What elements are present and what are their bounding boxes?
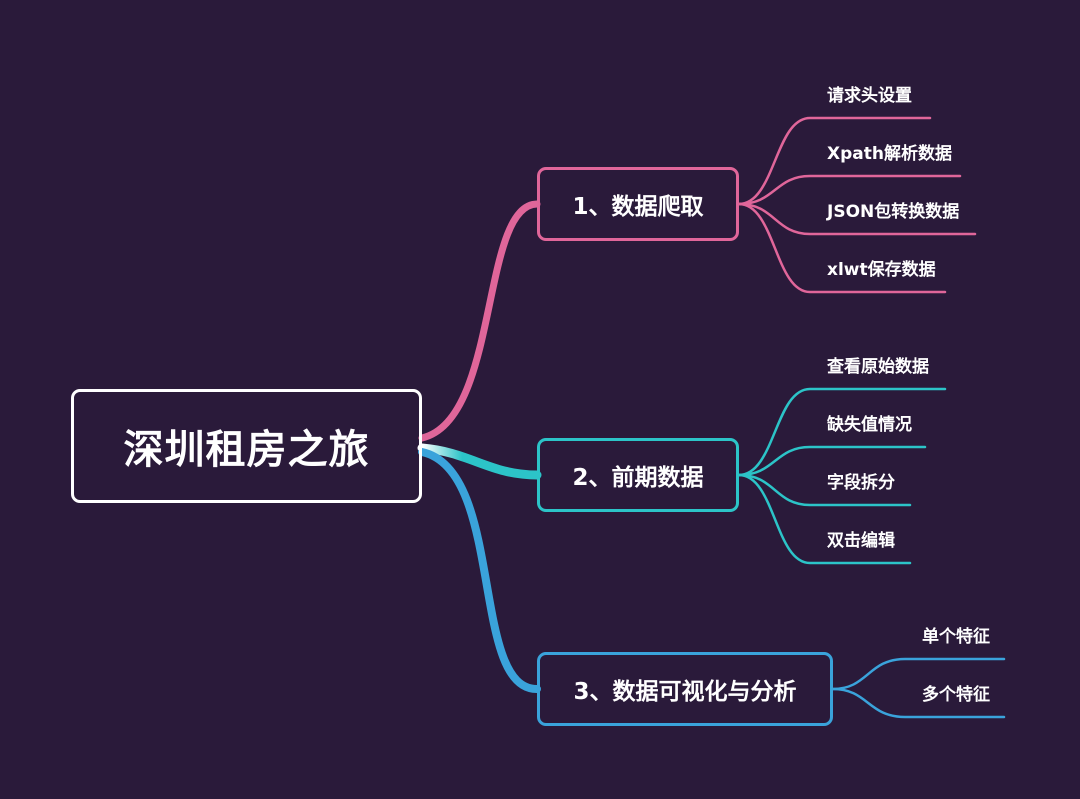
leaf-node[interactable]: 缺失值情况	[827, 415, 912, 435]
branch-label: 2、前期数据	[572, 465, 704, 491]
branch-label: 1、数据爬取	[572, 194, 704, 220]
leaf-node[interactable]: 单个特征	[922, 627, 990, 647]
connector-branch-2-leaf	[737, 473, 912, 507]
connector-branch-3-leaf	[831, 687, 1006, 719]
connector-branch-2-leaf	[737, 445, 927, 477]
connector-root-branch-2	[417, 443, 542, 480]
connector-branch-3-leaf	[831, 657, 1006, 691]
connector-branch-2-leaf	[737, 473, 912, 565]
leaf-node[interactable]: JSON包转换数据	[827, 202, 960, 222]
leaf-node[interactable]: 字段拆分	[827, 473, 895, 493]
root-node[interactable]: 深圳租房之旅	[71, 389, 422, 503]
connector-branch-1-leaf	[737, 202, 947, 294]
leaf-node[interactable]: 双击编辑	[827, 531, 895, 551]
leaf-node[interactable]: Xpath解析数据	[827, 144, 952, 164]
connector-root-branch-1	[418, 200, 541, 442]
connector-branch-1-leaf	[737, 116, 932, 206]
leaf-node[interactable]: xlwt保存数据	[827, 260, 936, 280]
branch-node-visualization-analysis[interactable]: 3、数据可视化与分析	[537, 652, 833, 726]
branch-label: 3、数据可视化与分析	[573, 679, 797, 705]
connector-branch-1-leaf	[737, 174, 962, 206]
leaf-node[interactable]: 请求头设置	[827, 86, 912, 106]
connector-branch-2-leaf	[737, 387, 947, 477]
branch-node-preliminary-data[interactable]: 2、前期数据	[537, 438, 739, 512]
leaf-node[interactable]: 多个特征	[922, 685, 990, 705]
leaf-node[interactable]: 查看原始数据	[827, 357, 929, 377]
connector-root-branch-3	[418, 448, 541, 694]
branch-node-data-crawling[interactable]: 1、数据爬取	[537, 167, 739, 241]
connector-branch-1-leaf	[737, 202, 977, 236]
root-label: 深圳租房之旅	[123, 427, 370, 473]
